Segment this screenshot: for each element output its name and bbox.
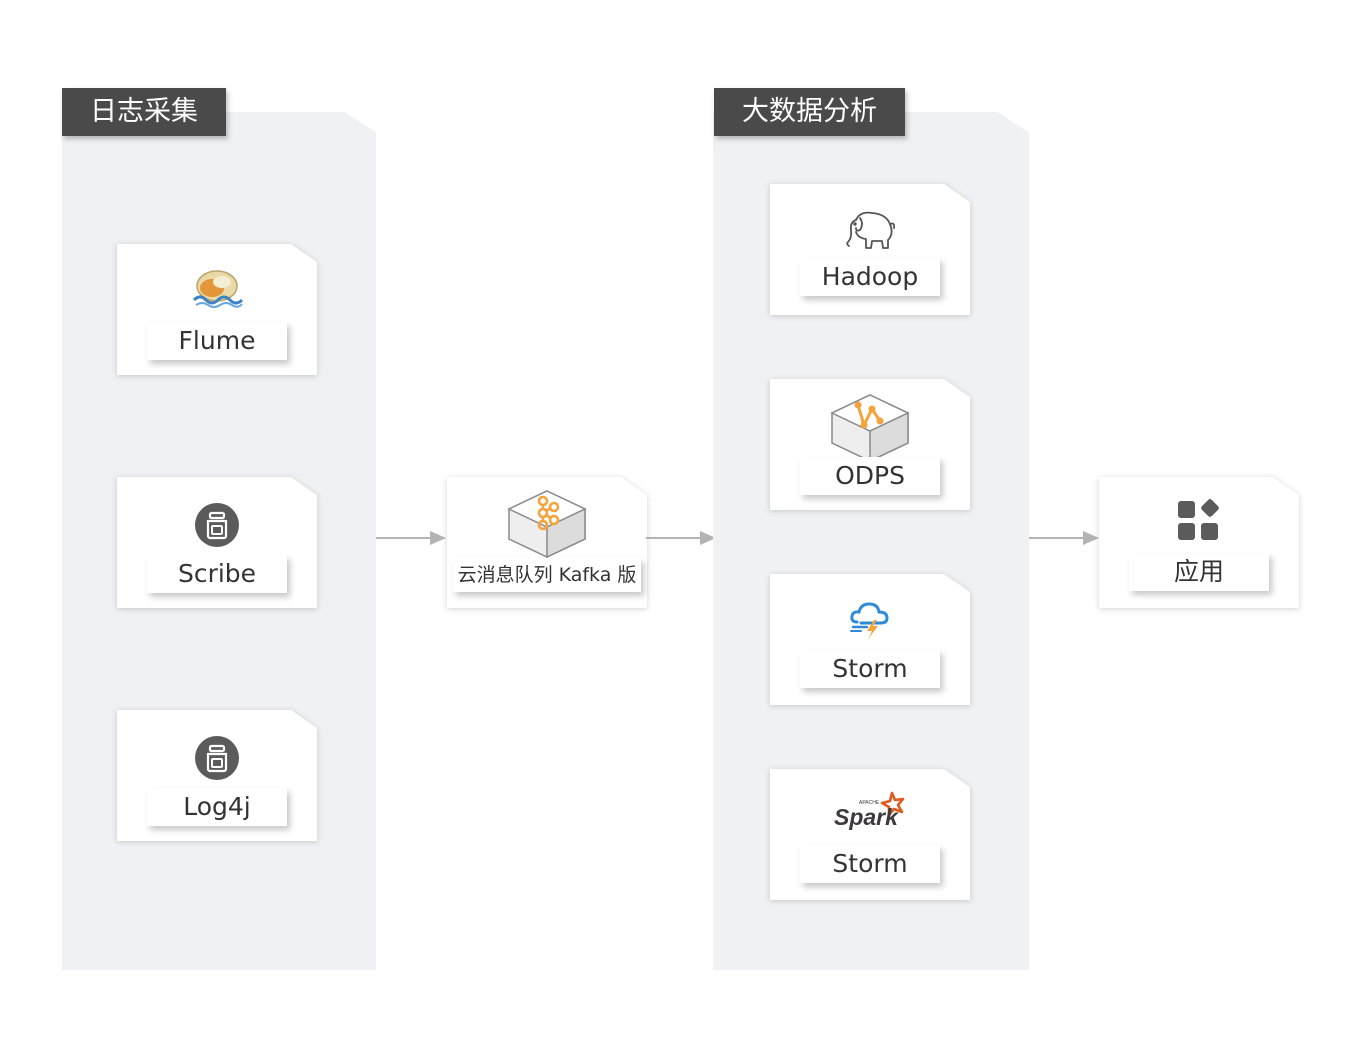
flume-logo-icon	[190, 266, 244, 310]
apps-grid-icon	[1177, 499, 1221, 543]
odps-label: ODPS	[800, 457, 940, 495]
kafka-cube-icon	[505, 487, 589, 559]
odps-cube-icon	[828, 391, 912, 463]
spark-card[interactable]: APACHE Spark Storm	[770, 769, 970, 900]
kafka-label: 云消息队列 Kafka 版	[453, 558, 641, 592]
odps-card[interactable]: ODPS	[770, 379, 970, 510]
storm-card[interactable]: Storm	[770, 574, 970, 705]
flume-card[interactable]: Flume	[117, 244, 317, 375]
log4j-card[interactable]: Log4j	[117, 710, 317, 841]
log4j-label: Log4j	[147, 788, 287, 826]
hadoop-elephant-icon	[842, 208, 898, 252]
storm-cloud-icon	[847, 596, 893, 640]
spark-logo-icon: APACHE Spark	[832, 791, 908, 831]
log4j-icon	[194, 735, 240, 781]
log-collection-title: 日志采集	[62, 88, 226, 136]
spark-logo-text: Spark	[834, 804, 899, 830]
scribe-label: Scribe	[147, 555, 287, 593]
scribe-icon	[194, 502, 240, 548]
spark-label: Storm	[800, 845, 940, 883]
arrow-collection-to-kafka	[376, 531, 446, 545]
kafka-card[interactable]: 云消息队列 Kafka 版	[447, 477, 647, 608]
arrow-analysis-to-application	[1029, 531, 1099, 545]
application-label: 应用	[1129, 553, 1269, 591]
application-card[interactable]: 应用	[1099, 477, 1299, 608]
big-data-analysis-title: 大数据分析	[714, 88, 905, 136]
hadoop-label: Hadoop	[800, 258, 940, 296]
spark-logo-subtext: APACHE	[859, 800, 880, 806]
storm-label: Storm	[800, 650, 940, 688]
hadoop-card[interactable]: Hadoop	[770, 184, 970, 315]
arrow-kafka-to-analysis	[646, 531, 716, 545]
scribe-card[interactable]: Scribe	[117, 477, 317, 608]
flume-label: Flume	[147, 322, 287, 360]
